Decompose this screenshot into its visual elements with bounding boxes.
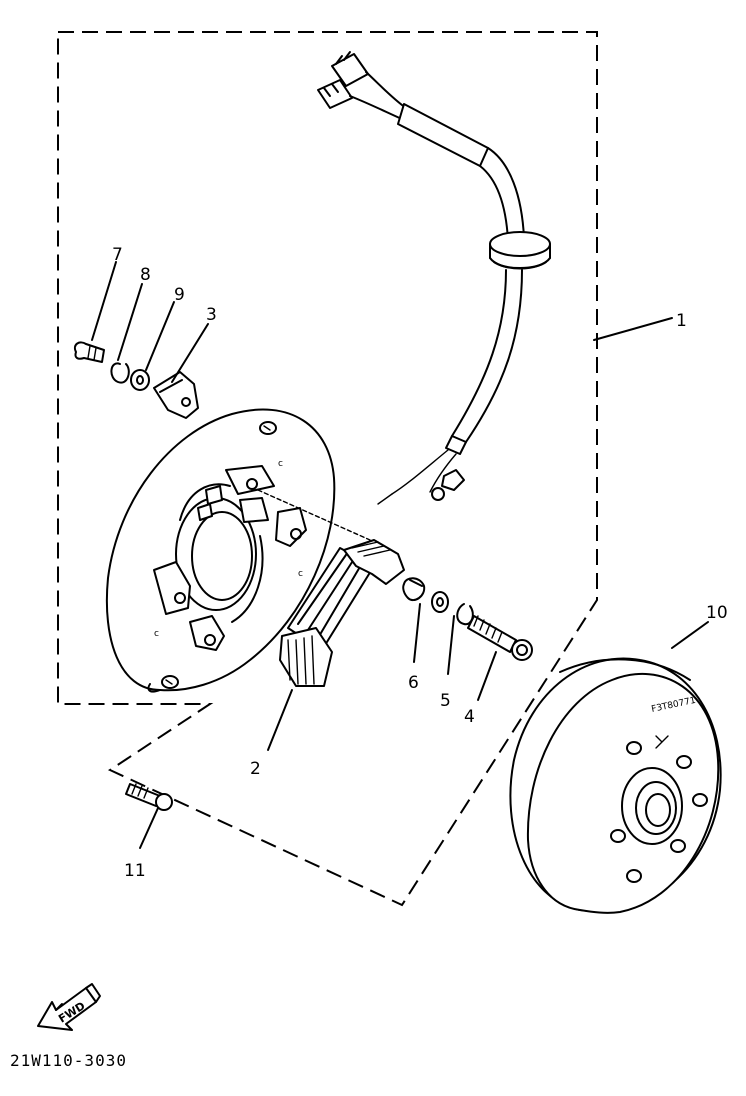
assembly-boundary bbox=[57, 31, 598, 907]
svg-text:c: c bbox=[298, 569, 303, 579]
callout-8: 8 bbox=[140, 265, 151, 285]
callout-3: 3 bbox=[206, 305, 217, 325]
washer-part-6 bbox=[402, 577, 426, 602]
leader-lines bbox=[91, 261, 709, 849]
callout-4: 4 bbox=[464, 707, 475, 727]
fwd-direction-arrow: FWD bbox=[37, 983, 101, 1031]
clamp-part-3 bbox=[153, 371, 199, 419]
callout-6: 6 bbox=[408, 673, 419, 693]
callout-2: 2 bbox=[250, 759, 261, 779]
diagram-code: 21W110-3030 bbox=[10, 1051, 127, 1070]
flywheel-rotor: F3T80771 bbox=[509, 657, 722, 914]
screw-part-7 bbox=[74, 341, 105, 363]
lock-washer-part-5 bbox=[431, 591, 449, 613]
svg-text:c: c bbox=[278, 459, 283, 469]
stator-plate: c c c bbox=[105, 408, 336, 693]
plain-washer-part-5b bbox=[456, 603, 474, 626]
svg-text:c: c bbox=[154, 629, 159, 639]
washer-part-9 bbox=[130, 369, 150, 391]
callout-7: 7 bbox=[112, 245, 123, 265]
callout-5: 5 bbox=[440, 691, 451, 711]
screw-part-11 bbox=[125, 783, 173, 811]
callout-10: 10 bbox=[706, 603, 728, 623]
callout-1: 1 bbox=[676, 311, 687, 331]
lead-wire-harness bbox=[317, 51, 551, 505]
screw-part-4 bbox=[467, 615, 533, 661]
lock-washer-part-8 bbox=[110, 362, 130, 384]
source-coil bbox=[279, 539, 405, 687]
callout-11: 11 bbox=[124, 861, 146, 881]
callout-9: 9 bbox=[174, 285, 185, 305]
